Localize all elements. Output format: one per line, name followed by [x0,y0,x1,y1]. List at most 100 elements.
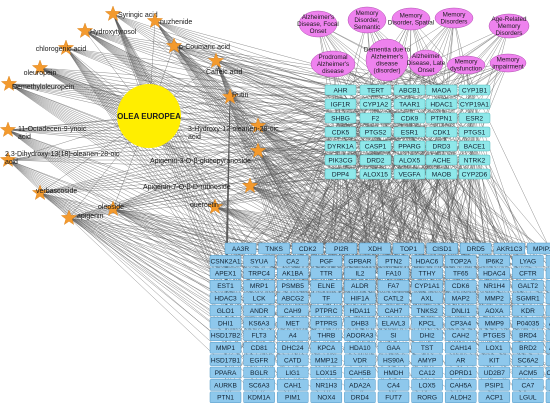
target-label: SC6A3 [249,382,270,389]
target-target-edge [225,131,341,262]
target-target-edge [441,173,529,361]
core-target-label: DRD2 [367,157,385,164]
disease-label: Alzheimer's [302,14,334,21]
target-node [411,255,443,267]
target-label: MRP1 [250,283,269,290]
disease-label: Disorders [441,19,468,26]
target-node [344,366,376,379]
target-label: APEX1 [215,271,237,278]
target-node [426,242,458,255]
core-target-node [324,98,357,110]
core-target-node [458,154,491,166]
target-node [276,379,309,391]
target-node [512,341,544,354]
target-node [344,279,376,292]
target-node [209,379,242,391]
disease-label: Semantic [354,24,380,31]
core-target-label: PTPN1 [431,115,453,122]
target-node [310,267,343,280]
compound-label: chlorogenic acid [36,46,87,53]
core-target-node [425,84,458,96]
target-label: LYAG [520,258,537,265]
target-label: ANDR [250,308,269,315]
target-node [243,341,275,354]
compound-label: acid [5,159,18,166]
compound-target-edge [257,89,341,127]
target-node [411,379,443,391]
target-label: FUT7 [385,395,402,402]
target-label: TRPC4 [248,271,270,278]
compound-node-c_rutin [221,88,239,104]
target-node [527,242,550,255]
target-label: CSNK2A1 [210,258,240,265]
target-node [258,242,290,255]
core-target-label: AHR [334,87,348,94]
disease-label: Memory [443,12,467,19]
target-node [545,379,550,391]
compound-target-edge [112,13,260,348]
target-node [209,329,242,342]
target-node [243,279,275,292]
target-label: PTN1 [217,395,234,402]
target-node [411,292,443,304]
target-node [411,341,443,354]
core-target-node [425,98,458,110]
target-label: CDK2 [299,246,317,253]
core-target-node [425,154,458,166]
target-label: HDAC4 [483,271,506,278]
target-label: KDM1A [248,395,271,402]
target-node [344,317,376,329]
target-label: CA7 [521,382,534,389]
core-target-label: CDK5 [332,129,350,136]
target-label: TNKS2 [416,308,438,315]
compound-target-edge [84,30,529,262]
target-node [444,279,477,292]
target-node [444,341,477,354]
compound-target-edge [65,47,376,119]
core-target-label: PPARG [398,143,421,150]
target-node [411,366,443,379]
target-label: HDA10 [349,345,371,352]
target-label: IP6K2 [485,258,503,265]
core-target-node [393,84,426,96]
target-node [444,304,477,317]
target-label: DHC24 [282,345,304,352]
target-node [411,304,443,317]
core-target-node [359,98,392,110]
target-node [478,292,511,304]
target-label: CISD1 [432,246,452,253]
compound-target-edge [257,150,376,249]
target-target-edge [474,131,476,249]
core-target-label: SHBG [331,115,350,122]
target-target-edge [341,117,442,249]
target-label: P04035 [517,320,540,327]
disease-label: Alzheimer [412,53,440,60]
compound-label: 3-Hydroxy-12-oleanen-28-oic [188,126,279,133]
target-node [209,267,242,280]
target-node [478,317,511,329]
core-target-label: CASP1 [365,143,387,150]
target-label: EGFR [250,358,269,365]
core-target-node [359,140,392,152]
target-node [377,379,410,391]
target-label: AKR1C3 [496,246,522,253]
core-target-label: ESR2 [466,115,484,122]
target-node [310,292,343,304]
target-label: OPRD1 [449,370,472,377]
core-target-node [324,112,357,124]
target-label: KPCA [317,345,336,352]
target-label: NR1H4 [483,283,505,290]
target-node [545,366,550,379]
core-target-label: ABCB1 [399,87,421,94]
target-label: AMYP [418,358,437,365]
target-node [276,354,309,366]
core-target-label: ACHE [432,157,451,164]
core-target-node [393,140,426,152]
compound-node-c_oleoside [104,200,122,216]
target-node [411,329,443,342]
target-node [310,317,343,329]
target-node [411,354,443,366]
target-node [545,279,550,292]
target-label: MAP2 [452,296,470,303]
target-label: AA3R [232,246,249,253]
